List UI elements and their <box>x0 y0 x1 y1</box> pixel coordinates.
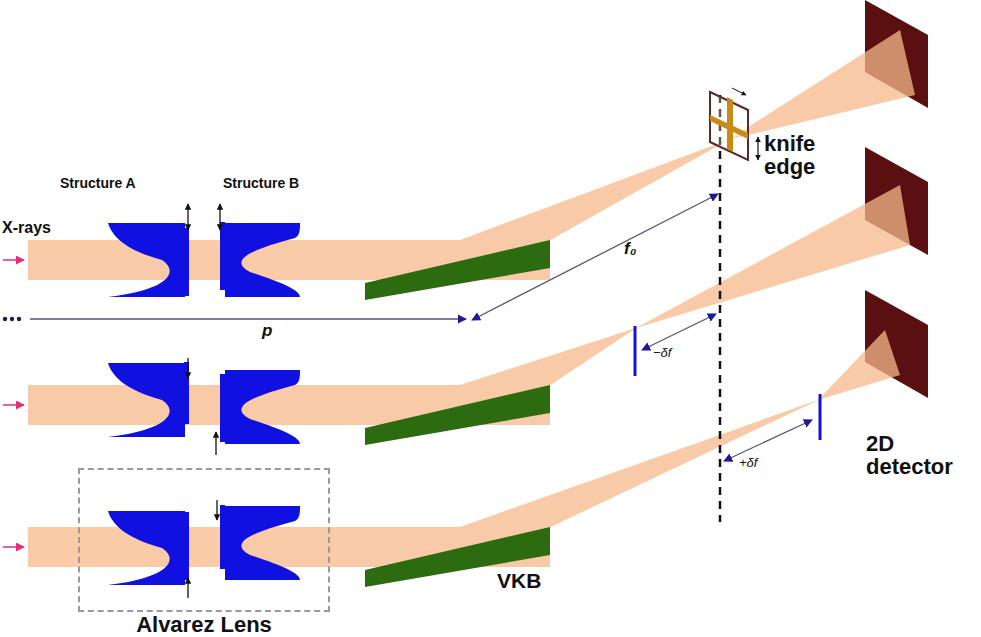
offset-label: −δf <box>652 346 672 360</box>
lens-group-box: Alvarez Lens <box>78 468 330 612</box>
motion-arrow <box>188 204 220 598</box>
structure-label: Structure B <box>223 176 299 191</box>
focus-marker <box>635 326 820 440</box>
component-label: 2D detector <box>866 432 978 478</box>
offset-label: +δf <box>738 456 758 470</box>
distance-label: p <box>262 322 272 340</box>
component-label: knife edge <box>764 132 844 178</box>
alvarez-structures <box>108 222 300 585</box>
structure-label: Structure A <box>60 176 136 191</box>
group-label: Alvarez Lens <box>80 612 328 637</box>
beam-label: X-rays <box>2 220 51 237</box>
ellipsis-dots <box>3 317 21 321</box>
focal-plane <box>719 95 722 522</box>
xray-beam <box>28 30 915 567</box>
distance-label: f₀ <box>624 240 636 258</box>
component-label: VKB <box>497 570 541 592</box>
xray-arrow <box>3 260 24 547</box>
dimension-arrow <box>30 194 812 461</box>
knife-edge <box>710 88 758 160</box>
kb-mirror <box>365 240 550 587</box>
